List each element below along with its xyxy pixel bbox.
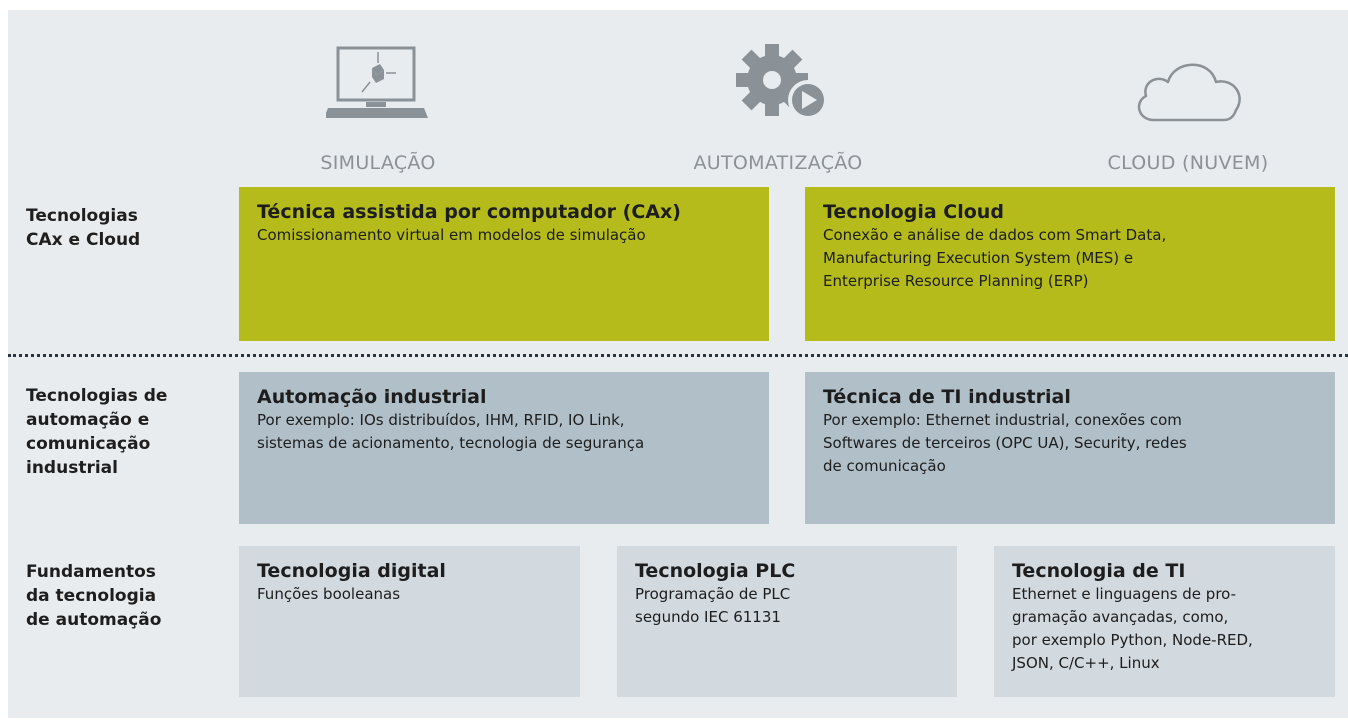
box-cloud-title: Tecnologia Cloud (823, 201, 1004, 223)
monitor-icon (326, 46, 428, 118)
box-industrial-automation-title: Automação industrial (257, 386, 487, 408)
box-cax-title: Técnica assistida por computador (CAx) (257, 201, 681, 223)
column-label-automatizacao: AUTOMATIZAÇÃO (693, 152, 863, 174)
box-plc-title: Tecnologia PLC (635, 560, 796, 582)
dotted-divider (8, 354, 1348, 357)
box-cax: Técnica assistida por computador (CAx) C… (239, 187, 769, 341)
row-label-cax-cloud: Tecnologias CAx e Cloud (26, 206, 141, 250)
row-label-fundamentos: Fundamentos da tecnologia de automação (26, 562, 162, 630)
row-label-automacao: Tecnologias de automação e comunicação i… (26, 386, 168, 478)
column-label-simulacao: SIMULAÇÃO (320, 152, 436, 174)
diagram-canvas: SIMULAÇÃO AUTOMATIZAÇÃO CLOUD (NUVEM) Te… (8, 10, 1348, 718)
box-cloud-text: Conexão e análise de dados com Smart Dat… (823, 226, 1167, 290)
box-digital-text: Funções booleanas (257, 585, 401, 603)
box-industrial-automation: Automação industrial Por exemplo: IOs di… (239, 372, 769, 524)
box-cax-text: Comissionamento virtual em modelos de si… (257, 226, 646, 244)
box-cloud: Tecnologia Cloud Conexão e análise de da… (805, 187, 1335, 341)
box-plc: Tecnologia PLC Programação de PLC segund… (617, 546, 957, 697)
box-industrial-it-title: Técnica de TI industrial (823, 386, 1071, 408)
column-label-cloud: CLOUD (NUVEM) (1107, 152, 1269, 174)
box-plc-text: Programação de PLC segundo IEC 61131 (635, 585, 791, 626)
box-it: Tecnologia de TI Ethernet e linguagens d… (994, 546, 1335, 697)
box-industrial-it-text: Por exemplo: Ethernet industrial, conexõ… (823, 411, 1187, 475)
box-industrial-automation-text: Por exemplo: IOs distribuídos, IHM, RFID… (257, 411, 645, 452)
box-digital-title: Tecnologia digital (257, 560, 446, 582)
box-digital: Tecnologia digital Funções booleanas (239, 546, 580, 697)
cloud-icon (1137, 63, 1241, 122)
gear-play-icon (736, 44, 828, 120)
box-industrial-it: Técnica de TI industrial Por exemplo: Et… (805, 372, 1335, 524)
box-it-text: Ethernet e linguagens de pro- gramação a… (1012, 585, 1253, 672)
box-it-title: Tecnologia de TI (1012, 560, 1186, 582)
